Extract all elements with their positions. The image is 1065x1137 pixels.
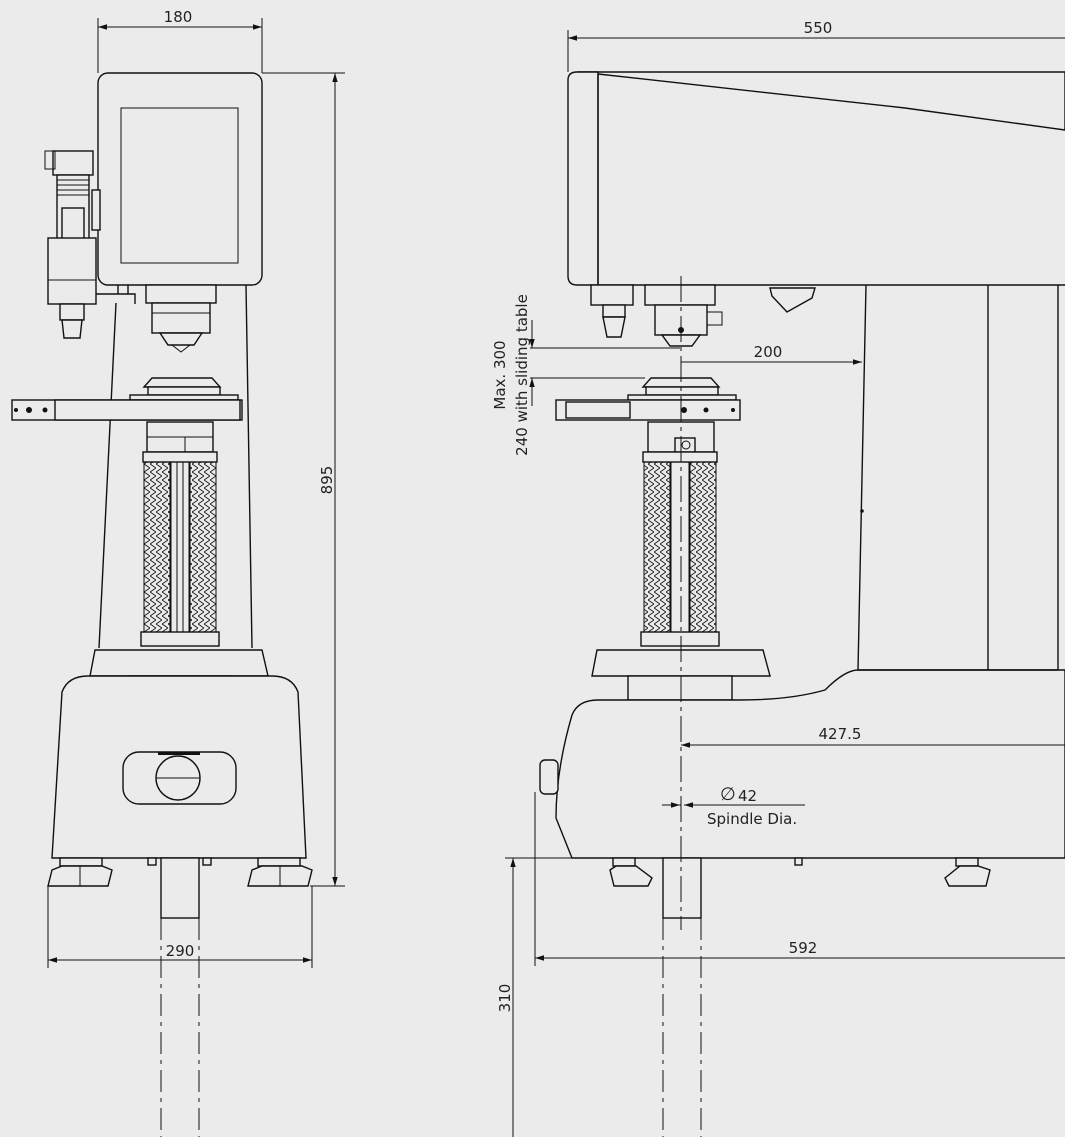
dim-spindle-dia: ∅ 42 Spindle Dia. bbox=[662, 784, 805, 828]
svg-text:200: 200 bbox=[754, 343, 783, 361]
side-view: 550 200 Max. 300 240 with sliding table … bbox=[491, 19, 1065, 1137]
dim-max-height: Max. 300 240 with sliding table bbox=[491, 294, 680, 456]
display-housing bbox=[97, 72, 263, 286]
handwheel bbox=[122, 751, 237, 805]
front-view: 180 895 290 bbox=[11, 8, 345, 1137]
side-nose bbox=[590, 284, 816, 347]
side-column bbox=[857, 284, 1059, 671]
elevating-screw bbox=[140, 421, 220, 647]
dim-592: 592 bbox=[534, 792, 1065, 966]
sliding-table bbox=[11, 399, 243, 421]
feet bbox=[47, 857, 313, 919]
dim-895: 895 bbox=[262, 72, 345, 887]
svg-text:290: 290 bbox=[166, 942, 195, 960]
dim-427-5: 427.5 bbox=[681, 725, 1065, 748]
svg-text:240 with sliding table: 240 with sliding table bbox=[513, 294, 531, 456]
svg-text:895: 895 bbox=[318, 466, 336, 495]
column bbox=[98, 284, 253, 649]
svg-text:427.5: 427.5 bbox=[819, 725, 862, 743]
microscope-assembly bbox=[44, 150, 136, 339]
spindle-extension bbox=[160, 918, 200, 1137]
display-screen bbox=[120, 107, 239, 264]
svg-text:180: 180 bbox=[164, 8, 193, 26]
svg-text:Spindle Dia.: Spindle Dia. bbox=[707, 810, 797, 828]
dim-200: 200 bbox=[681, 343, 862, 365]
anvil bbox=[129, 377, 239, 401]
shoulder bbox=[89, 649, 269, 677]
svg-text:592: 592 bbox=[789, 939, 818, 957]
svg-text:Max. 300: Max. 300 bbox=[491, 340, 509, 409]
svg-text:∅: ∅ bbox=[720, 784, 736, 805]
svg-text:550: 550 bbox=[804, 19, 833, 37]
indenter-nose bbox=[145, 284, 217, 353]
dim-180: 180 bbox=[97, 8, 263, 73]
side-anvil bbox=[555, 377, 741, 421]
side-feet bbox=[609, 857, 991, 919]
dim-550: 550 bbox=[567, 19, 1065, 72]
head-top bbox=[577, 71, 1065, 131]
svg-text:42: 42 bbox=[738, 787, 757, 805]
dim-290: 290 bbox=[47, 886, 313, 968]
svg-text:310: 310 bbox=[496, 984, 514, 1013]
dim-310: 310 bbox=[496, 857, 572, 1137]
side-screw bbox=[640, 421, 720, 647]
